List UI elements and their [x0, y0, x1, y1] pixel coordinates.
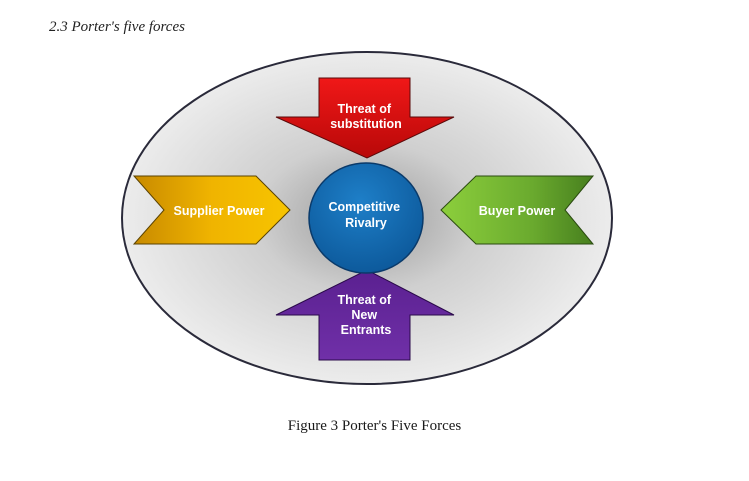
center-competitive-rivalry: Competitive Rivalry [308, 162, 424, 274]
force-threat-of-substitution: Threat of substitution [275, 77, 455, 159]
force-label: Buyer Power [479, 204, 556, 218]
center-circle [308, 162, 424, 274]
force-label-line: Threat of [338, 102, 392, 116]
center-label-line: Competitive [328, 200, 400, 214]
center-label-line: Rivalry [345, 216, 387, 230]
force-supplier-power: Supplier Power [132, 175, 291, 245]
up-arrow-icon [275, 269, 455, 361]
figure-caption: Figure 3 Porter's Five Forces [287, 418, 462, 434]
svg-text:Threat of substitution: Threat of substitution [330, 102, 402, 131]
down-arrow-icon [275, 77, 455, 159]
svg-text:Threat of New Entr: Threat of New Entrants [338, 293, 395, 337]
chevron-left-icon [440, 175, 595, 245]
force-threat-of-new-entrants: Threat of New Entrants [275, 269, 455, 361]
svg-text:Competitive Rivalry: Competitive Rivalry [328, 200, 403, 230]
chevron-right-icon [132, 175, 291, 245]
force-label-line: substitution [330, 117, 402, 131]
force-label-line: Threat of [338, 293, 392, 307]
section-heading: 2.3 Porter's five forces [49, 19, 185, 35]
force-label-line: Entrants [341, 323, 392, 337]
force-label: Supplier Power [174, 204, 265, 218]
force-buyer-power: Buyer Power [440, 175, 595, 245]
force-label-line: New [351, 308, 377, 322]
